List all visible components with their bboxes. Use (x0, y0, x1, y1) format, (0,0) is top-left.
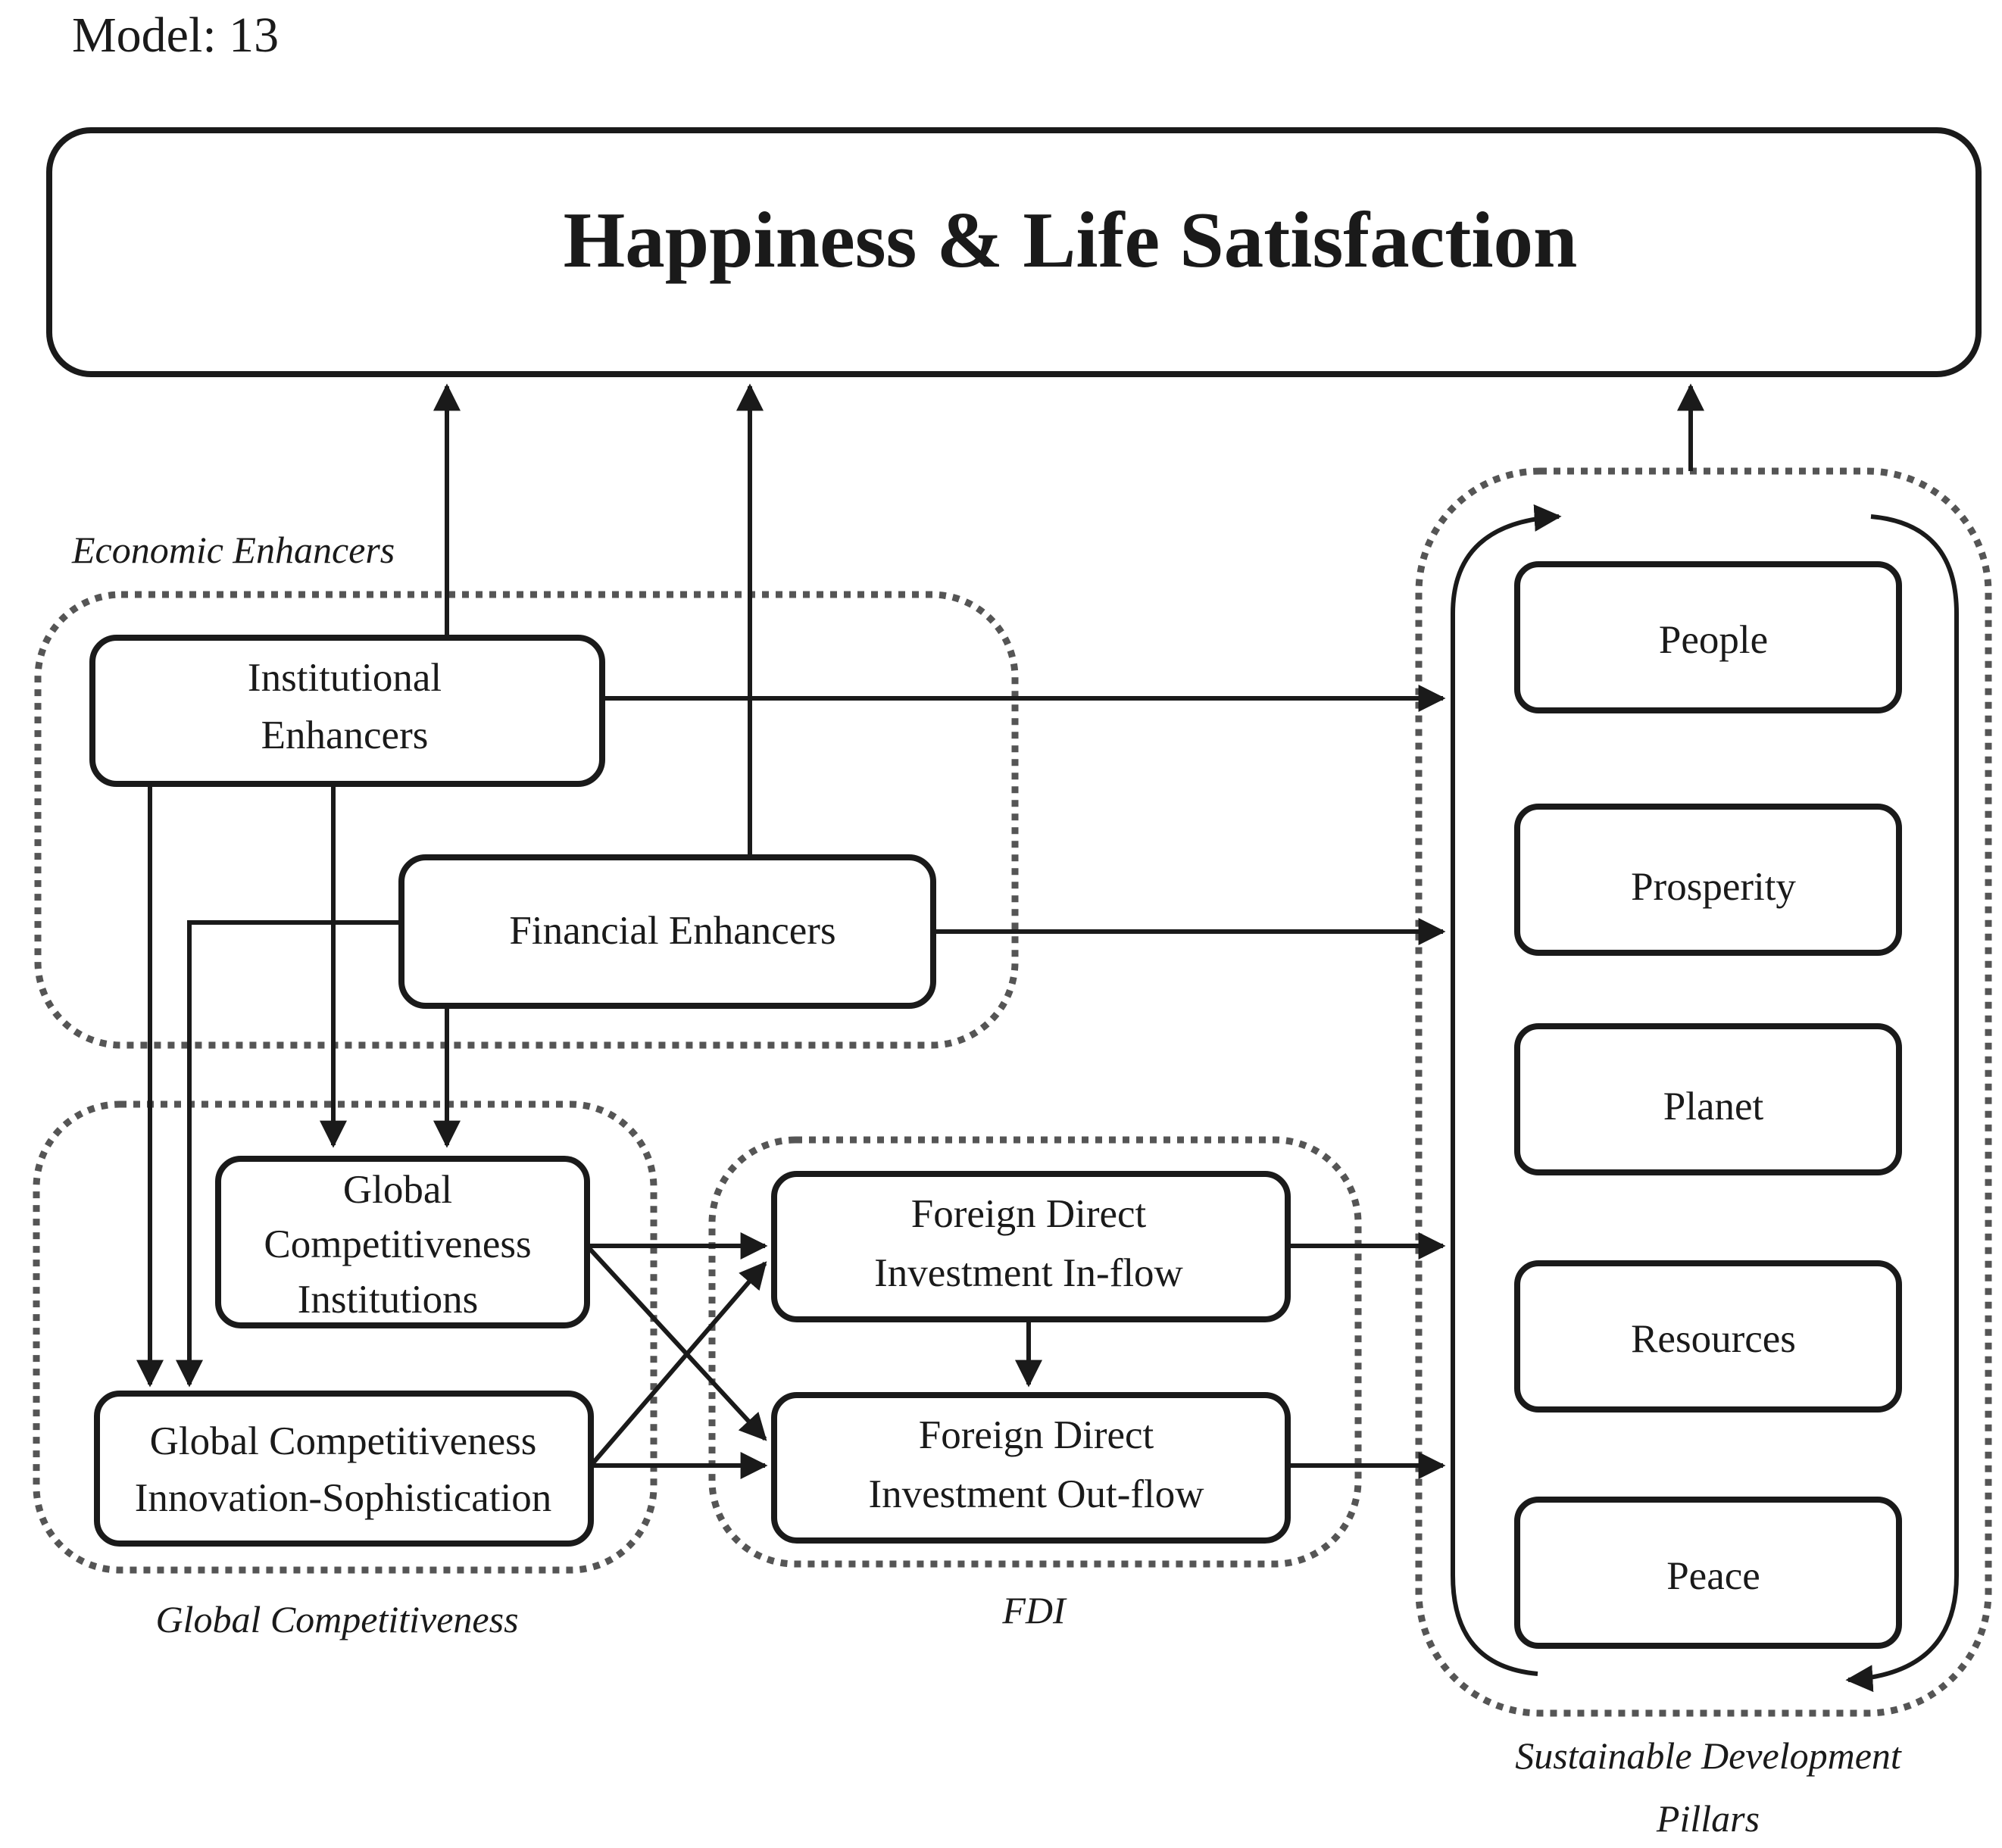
sdp-label-line1: Sustainable Development (1515, 1734, 1902, 1777)
arrow-gc-institutions-to-outflow (585, 1244, 767, 1441)
institutional-enhancers-node: Institutional Enhancers (89, 635, 605, 787)
sdp-group (1415, 467, 1992, 1717)
gc-innovation-node: Global Competitiveness Innovation-Sophis… (94, 1391, 594, 1547)
pillar-prosperity-label: Prosperity (1631, 865, 1796, 909)
pillar-peace: Peace (1514, 1497, 1902, 1649)
gc-innovation-line2: Innovation-Sophistication (135, 1476, 552, 1520)
financial-label: Financial Enhancers (509, 909, 835, 953)
economic-enhancers-group (34, 591, 1019, 1049)
fdi-outflow-node: Foreign Direct Investment Out-flow (771, 1392, 1291, 1544)
sdp-cycle-left-arrow (1451, 504, 1562, 1676)
outcome-title: Happiness & Life Satisfaction (564, 195, 1578, 284)
pillar-prosperity: Prosperity (1514, 804, 1902, 956)
pillar-planet: Planet (1514, 1023, 1902, 1175)
fdi-group (708, 1136, 1362, 1568)
economic-enhancers-label: Economic Enhancers (71, 529, 395, 571)
arrow-financial-to-innovation (176, 920, 401, 1388)
fdi-inflow-line1: Foreign Direct (911, 1192, 1147, 1236)
fdi-inflow-line2: Investment In-flow (874, 1251, 1183, 1295)
global-competitiveness-label: Global Competitiveness (155, 1598, 518, 1640)
fdi-label: FDI (1001, 1589, 1067, 1631)
gc-institutions-line1: Global (343, 1168, 452, 1212)
sdp-cycle-right-arrow (1845, 514, 1959, 1693)
outcome-box (46, 127, 1982, 377)
pillar-resources: Resources (1514, 1260, 1902, 1413)
pillar-peace-label: Peace (1666, 1554, 1760, 1598)
gc-institutions-line3: Institutions (298, 1278, 479, 1322)
pillar-people: People (1514, 561, 1902, 713)
fdi-outflow-line2: Investment Out-flow (868, 1472, 1204, 1516)
connectors (136, 383, 1959, 1693)
financial-enhancers-node: Financial Enhancers (398, 854, 936, 1009)
gc-innovation-line1: Global Competitiveness (150, 1419, 537, 1463)
arrow-innovation-to-inflow (589, 1261, 767, 1467)
pillar-people-label: People (1659, 618, 1768, 662)
pillar-planet-label: Planet (1663, 1085, 1764, 1128)
fdi-outflow-line1: Foreign Direct (919, 1413, 1154, 1457)
gc-institutions-node: Global Competitiveness Institutions (215, 1156, 590, 1328)
institutional-line2: Enhancers (261, 713, 429, 757)
gc-institutions-line2: Competitiveness (264, 1222, 531, 1266)
model-label: Model: 13 (72, 8, 279, 63)
pillar-resources-label: Resources (1631, 1317, 1796, 1361)
sdp-label-line2: Pillars (1656, 1797, 1760, 1840)
fdi-inflow-node: Foreign Direct Investment In-flow (771, 1171, 1291, 1322)
institutional-line1: Institutional (248, 656, 442, 700)
